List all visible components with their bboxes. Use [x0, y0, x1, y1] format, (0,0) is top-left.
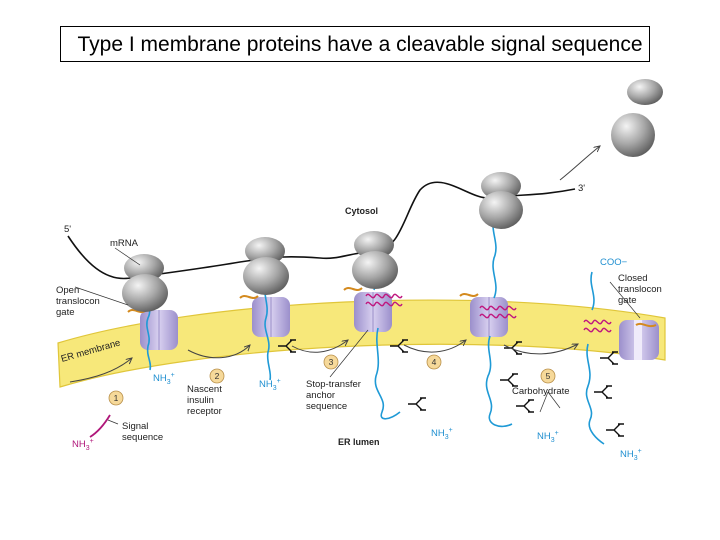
label-cytosol: Cytosol [345, 206, 378, 216]
label-closed-gate-2: translocon [618, 284, 662, 295]
label-closed-gate-3: gate [618, 295, 637, 306]
svg-text:NH3+: NH3+ [620, 448, 642, 462]
chain-2 [264, 281, 272, 381]
ribosome-subunit-large [611, 113, 655, 157]
step-circle-3 [323, 354, 339, 370]
step-number-3: 3 [329, 357, 334, 367]
nh3-label-signal: NH3+ [72, 438, 94, 452]
ribosome-3 [352, 231, 398, 289]
label-carbohydrate: Carbohydrate [512, 386, 570, 397]
label-closed-gate-1: Closed [618, 273, 648, 284]
leader-lines [74, 247, 641, 425]
translocon-3 [354, 292, 392, 332]
label-nascent-1: Nascent [187, 384, 222, 395]
title-frame [60, 26, 650, 62]
stop-transfer-helices [89, 293, 612, 438]
label-3-prime: 3' [578, 183, 585, 194]
nh3-label-3: NH3+ [431, 427, 453, 441]
translocon-1 [140, 310, 178, 350]
ribosome-4 [479, 172, 523, 229]
step-number-5: 5 [546, 371, 551, 381]
step-circle-4 [426, 354, 442, 370]
ribosome-2 [243, 237, 289, 295]
translocon-2 [252, 297, 290, 337]
label-open-gate-1: Open [56, 285, 79, 296]
step-number-4: 4 [432, 357, 437, 367]
label-open-gate-3: gate [56, 307, 75, 318]
svg-text:NH3+: NH3+ [259, 378, 281, 392]
svg-text:NH3+: NH3+ [431, 427, 453, 441]
slide-title: Type I membrane proteins have a cleavabl… [77, 33, 643, 56]
nh3-label-1: NH3+ [153, 372, 175, 386]
chain-4 [485, 217, 513, 428]
label-coo: COO− [600, 257, 628, 268]
svg-text:NH3+: NH3+ [72, 438, 94, 452]
step-number-2: 2 [215, 371, 220, 381]
chain-5 [585, 271, 605, 445]
ribosome-1 [122, 254, 168, 312]
label-5-prime: 5' [64, 224, 71, 235]
svg-text:NH3+: NH3+ [153, 372, 175, 386]
nh3-label-5: NH3+ [620, 448, 642, 462]
nh3-label-2: NH3+ [259, 378, 281, 392]
label-open-gate-2: translocon [56, 296, 100, 307]
label-mrna: mRNA [110, 238, 139, 249]
carbohydrate-trees [278, 339, 624, 437]
translocon-5 [619, 320, 659, 360]
label-er-lumen: ER lumen [338, 437, 380, 447]
step-circle-2 [209, 368, 225, 384]
label-nascent-2: insulin [187, 395, 214, 406]
label-signal-1: Signal [122, 421, 148, 432]
step-circle-1 [108, 390, 124, 406]
nh3-label-4: NH3+ [537, 430, 559, 444]
helix-4 [479, 305, 517, 319]
label-stop-transfer-1: Stop-transfer [306, 379, 361, 390]
step-arrows [69, 146, 600, 383]
helix-5 [583, 319, 612, 333]
ribosome-subunit-small [627, 79, 663, 105]
svg-text:NH3+: NH3+ [537, 430, 559, 444]
signal-sequence-free [89, 414, 111, 438]
label-stop-transfer-3: sequence [306, 401, 347, 412]
label-signal-2: sequence [122, 432, 163, 443]
label-nascent-3: receptor [187, 406, 222, 417]
step-circle-5 [540, 368, 556, 384]
helix-3 [365, 293, 403, 307]
label-stop-transfer-2: anchor [306, 390, 335, 401]
step-number-1: 1 [114, 393, 119, 403]
